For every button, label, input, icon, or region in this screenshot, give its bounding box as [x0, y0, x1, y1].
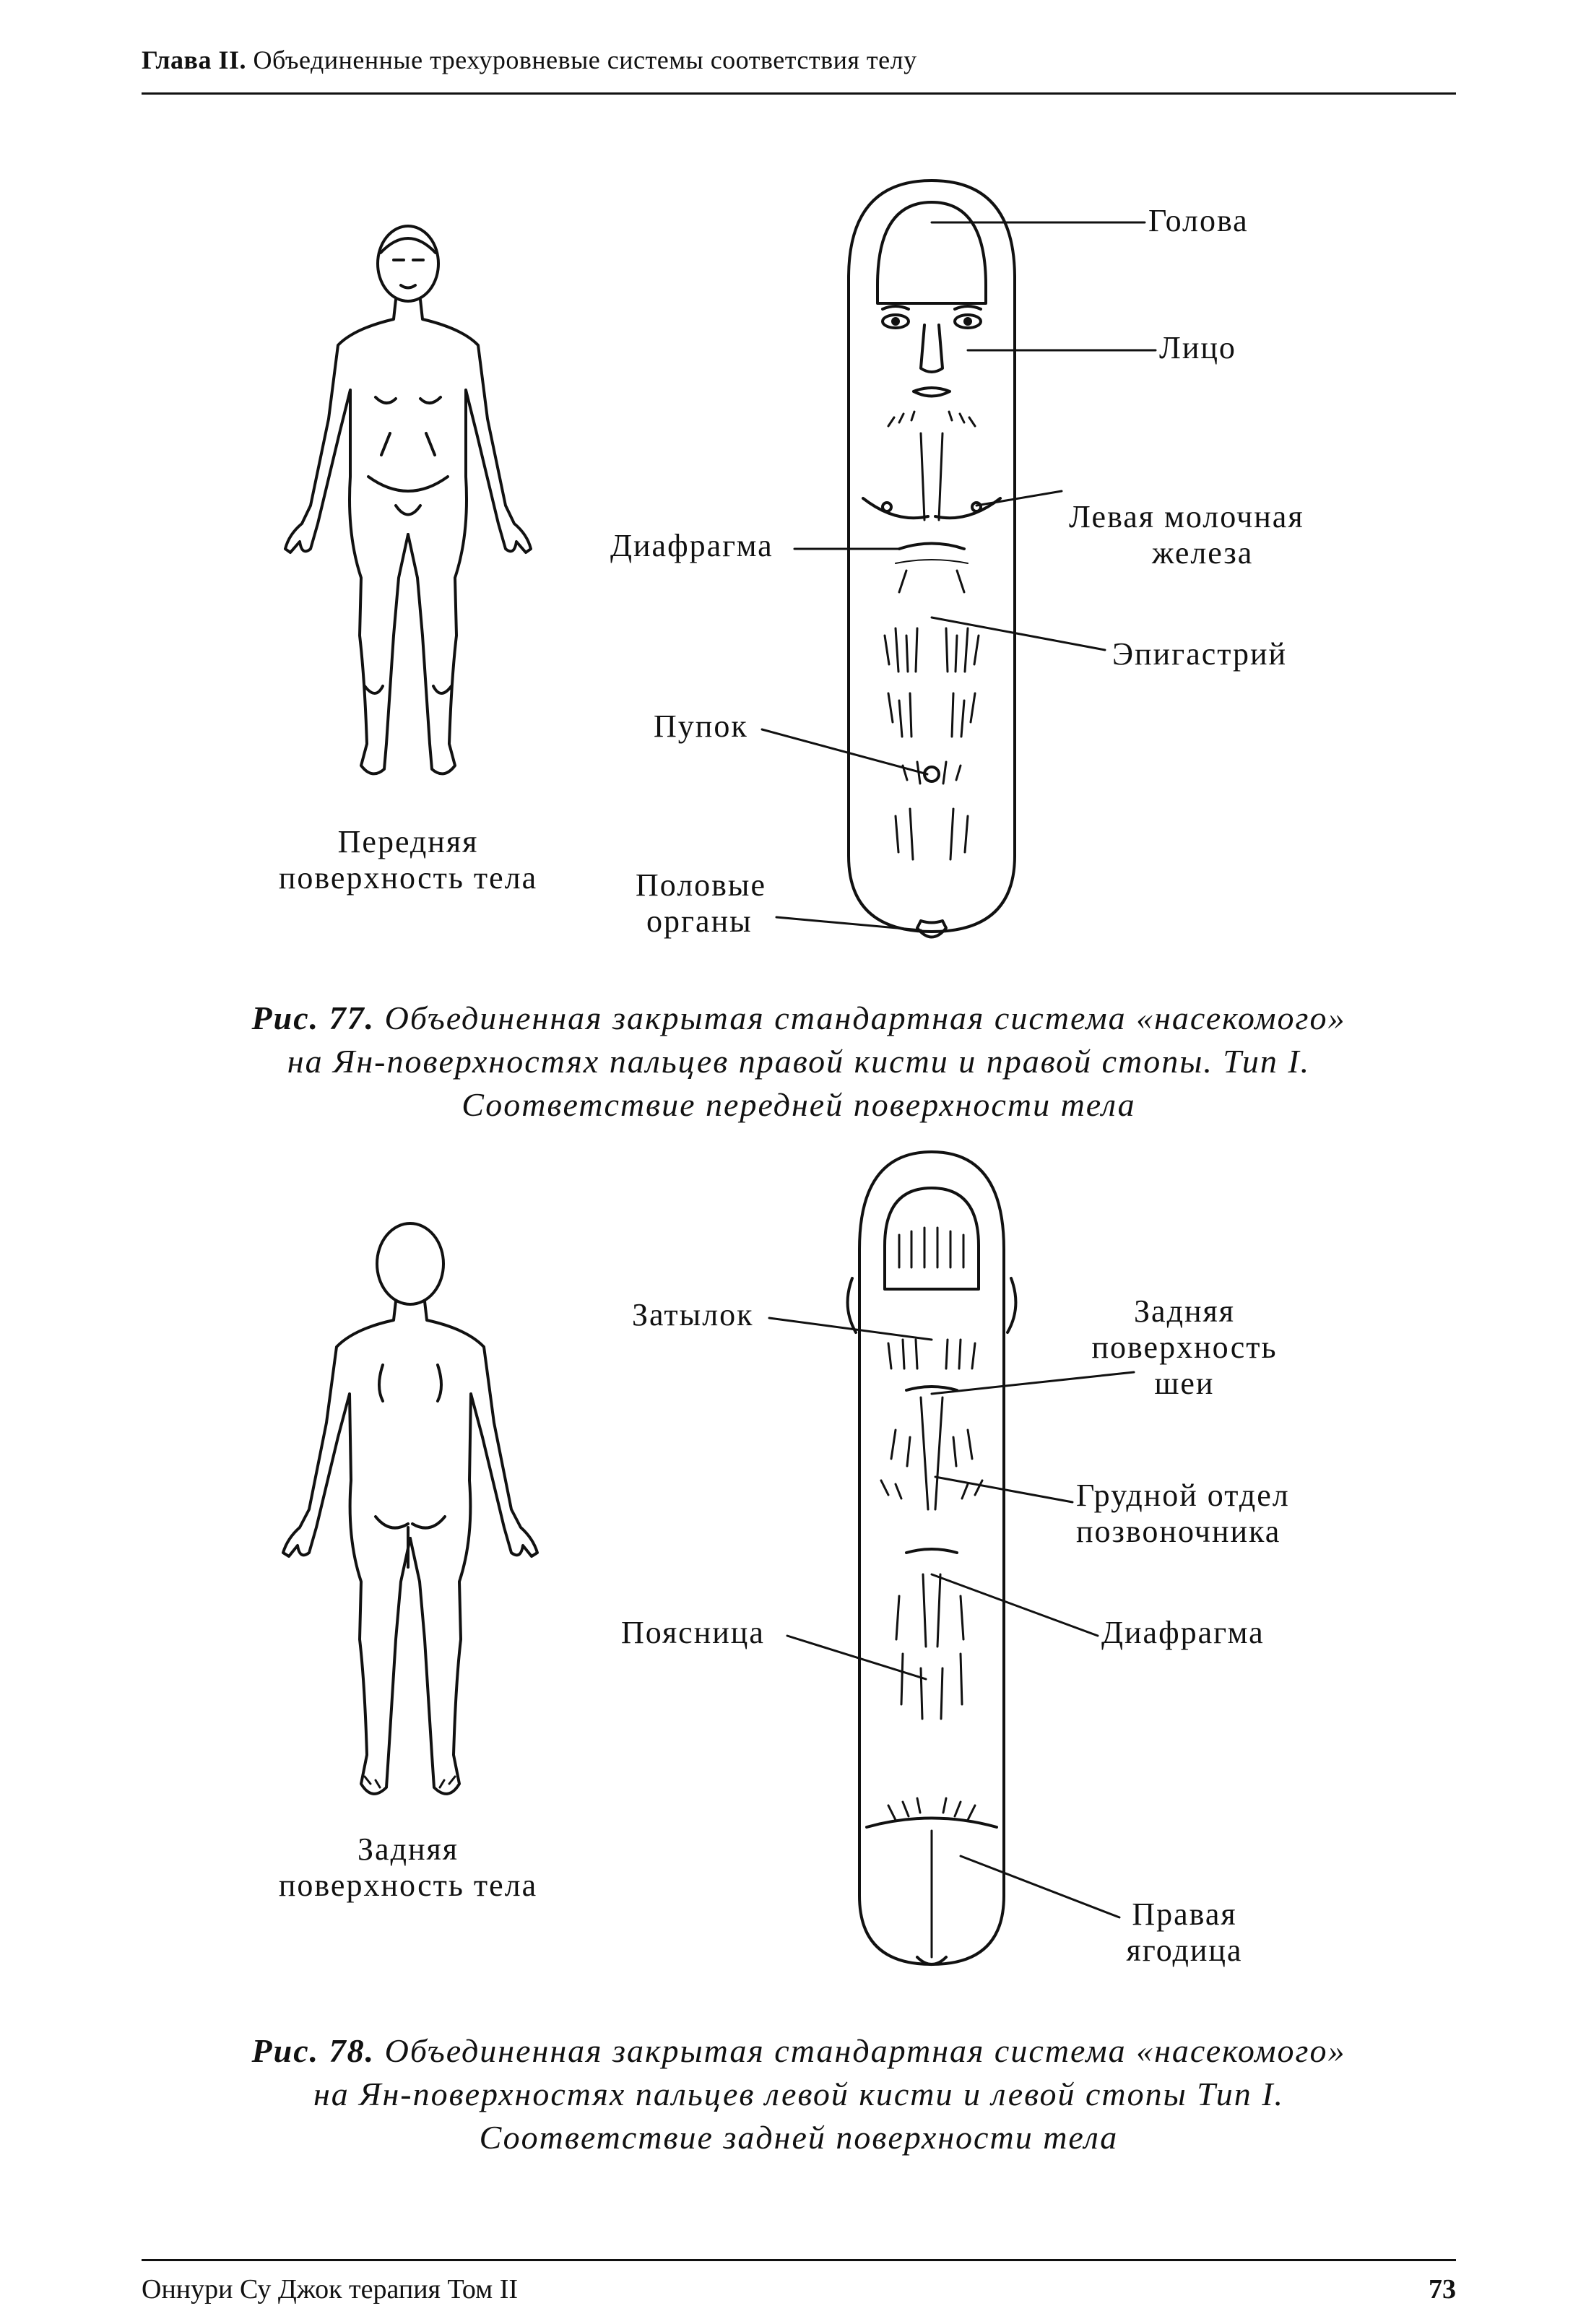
- label-navel: Пупок: [654, 708, 748, 744]
- caption-78-line1: Объединенная закрытая стандартная систем…: [384, 2032, 1346, 2069]
- leader-lines-78: [768, 1317, 1135, 1919]
- running-header: Глава II. Объединенные трехуровневые сис…: [142, 45, 1456, 75]
- label-genitals-line2: органы: [646, 903, 753, 939]
- figure-78: Затылок Задняя поверхность шеи Грудной о…: [0, 1134, 1573, 2058]
- label-thoracic-line2: позвоночника: [1076, 1514, 1281, 1549]
- finger-back: [846, 1150, 1018, 1966]
- finger-front: [847, 179, 1016, 939]
- chapter-number: Глава II.: [142, 45, 247, 74]
- caption-77-line3: Соответствие передней поверхности тела: [462, 1086, 1136, 1123]
- caption-77-line2: на Ян-поверхностях пальцев правой кисти …: [287, 1043, 1311, 1080]
- page-number: 73: [1429, 2274, 1456, 2305]
- body-label-back-line2: поверхность тела: [278, 1868, 538, 1903]
- label-buttock-line2: ягодица: [1126, 1933, 1243, 1968]
- footer-book-title: Оннури Су Джок терапия Том II: [142, 2274, 519, 2305]
- footer-rule: [142, 2259, 1456, 2261]
- body-label-back-line1: Задняя: [358, 1831, 459, 1867]
- figure-77-drawing: [284, 179, 1157, 939]
- label-diaphragm-back: Диафрагма: [1101, 1615, 1265, 1650]
- label-left-breast-line2: железа: [1152, 535, 1254, 571]
- label-thoracic-line1: Грудной отдел: [1076, 1478, 1290, 1513]
- body-label-front-line1: Передняя: [337, 824, 479, 859]
- leader-lines-77: [760, 221, 1157, 932]
- chapter-title: Объединенные трехуровневые системы соотв…: [253, 45, 917, 74]
- label-epigastrium: Эпигастрий: [1112, 636, 1288, 672]
- caption-77-line1: Объединенная закрытая стандартная систем…: [384, 1000, 1346, 1036]
- body-label-front-line2: поверхность тела: [278, 860, 538, 896]
- label-neck-line2: поверхность: [1091, 1330, 1278, 1365]
- caption-78-line2: на Ян-поверхностях пальцев левой кисти и…: [313, 2076, 1285, 2112]
- caption-78-lead: Рис. 78.: [251, 2032, 376, 2069]
- label-head: Голова: [1148, 203, 1249, 238]
- front-body-figure: [284, 225, 532, 776]
- label-occiput: Затылок: [632, 1297, 754, 1332]
- label-genitals-line1: Половые: [636, 867, 767, 903]
- label-lower-back: Поясница: [621, 1615, 765, 1650]
- caption-78-line3: Соответствие задней поверхности тела: [479, 2119, 1119, 2156]
- caption-77-lead: Рис. 77.: [251, 1000, 376, 1036]
- figure-77-caption: Рис. 77. Объединенная закрытая стандартн…: [142, 997, 1456, 1127]
- header-rule: [142, 92, 1456, 95]
- figure-78-drawing: [282, 1150, 1135, 1966]
- label-neck-line3: шеи: [1154, 1366, 1215, 1401]
- label-diaphragm: Диафрагма: [610, 528, 774, 563]
- figure-78-caption: Рис. 78. Объединенная закрытая стандартн…: [142, 2029, 1456, 2159]
- label-buttock-line1: Правая: [1132, 1896, 1237, 1932]
- back-body-figure: [282, 1222, 539, 1795]
- label-face: Лицо: [1159, 330, 1236, 365]
- figure-77: Голова Лицо Левая молочная железа Диафра…: [0, 130, 1573, 1123]
- label-neck-line1: Задняя: [1134, 1293, 1235, 1329]
- label-left-breast-line1: Левая молочная: [1069, 499, 1304, 534]
